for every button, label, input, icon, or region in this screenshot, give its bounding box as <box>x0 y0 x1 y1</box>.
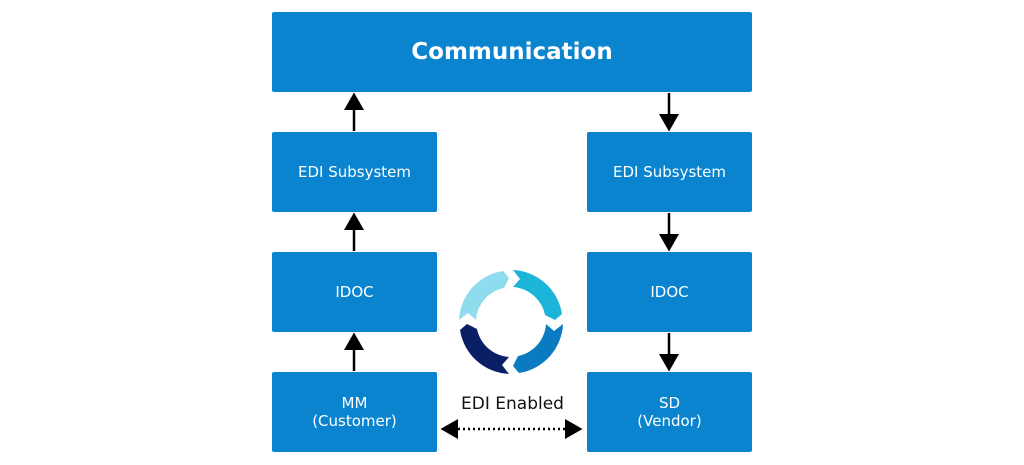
right-idoc-label: IDOC <box>650 283 689 301</box>
mm-customer-box: MM (Customer) <box>272 372 437 452</box>
sd-vendor-box: SD (Vendor) <box>587 372 752 452</box>
right-idoc-box: IDOC <box>587 252 752 332</box>
right-edi-subsystem-box: EDI Subsystem <box>587 132 752 212</box>
communication-label: Communication <box>411 39 613 65</box>
left-idoc-box: IDOC <box>272 252 437 332</box>
sd-vendor-label: SD (Vendor) <box>637 394 702 430</box>
cycle-ring-icon <box>459 270 563 374</box>
cycle-segment-top-right <box>513 270 562 320</box>
left-edi-subsystem-label: EDI Subsystem <box>298 163 411 181</box>
right-edi-subsystem-label: EDI Subsystem <box>613 163 726 181</box>
communication-box: Communication <box>272 12 752 92</box>
cycle-segment-bottom-left <box>460 324 509 374</box>
mm-customer-label: MM (Customer) <box>312 394 397 430</box>
edi-enabled-label: EDI Enabled <box>461 394 564 414</box>
left-idoc-label: IDOC <box>335 283 374 301</box>
cycle-segment-bottom-right <box>513 324 563 373</box>
cycle-segment-top-left <box>459 271 509 320</box>
left-edi-subsystem-box: EDI Subsystem <box>272 132 437 212</box>
